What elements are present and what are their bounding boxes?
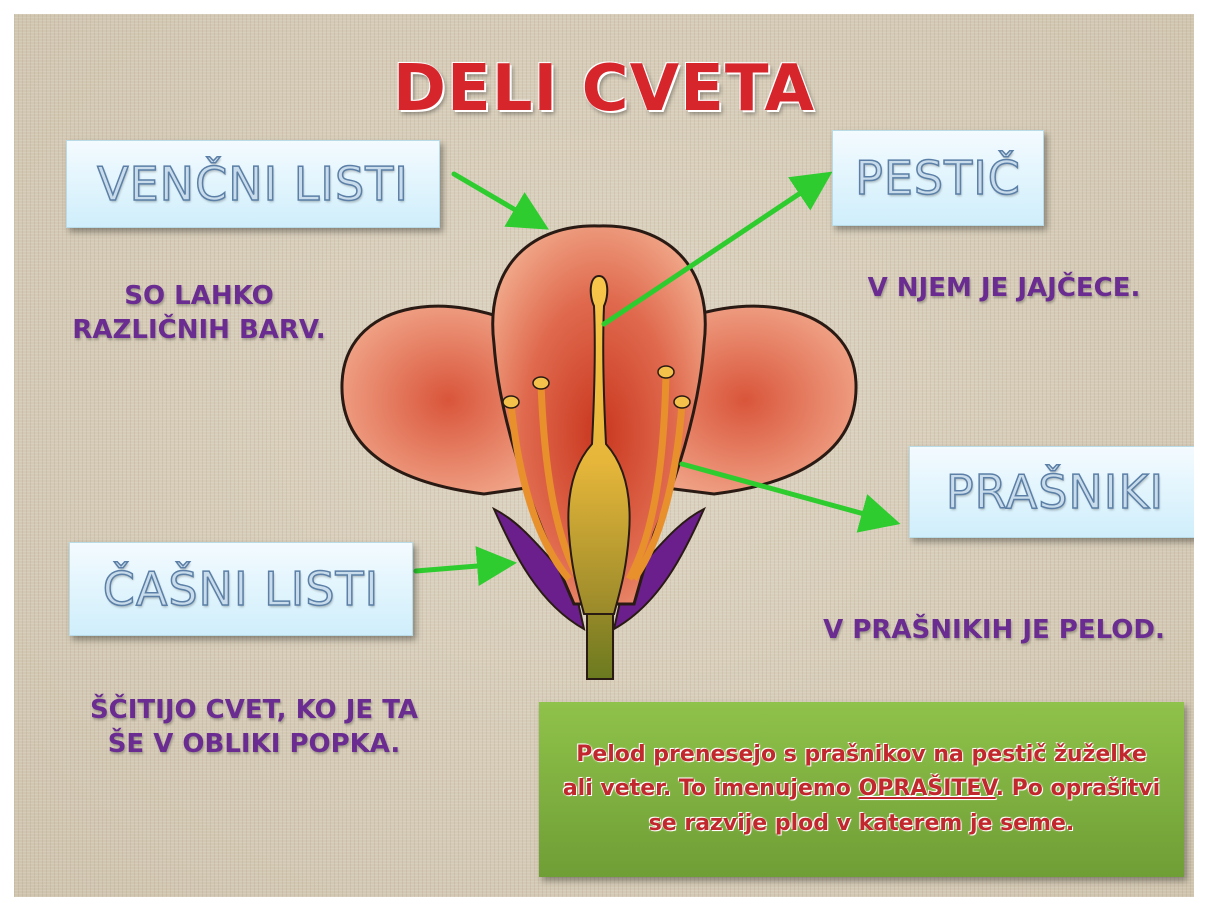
stamens: [502, 365, 691, 582]
pistil: [567, 274, 631, 615]
pollination-info-text: Pelod prenesejo s prašnikov na pestič žu…: [559, 738, 1164, 840]
slide: DELI CVETA: [14, 14, 1194, 897]
flower-diagram: [340, 171, 901, 680]
note-stamens: V PRAŠNIKIH JE PELOD.: [823, 615, 1165, 645]
pollination-info-box: Pelod prenesejo s prašnikov na pestič žu…: [539, 702, 1184, 877]
note-sepals: ŠČITIJO CVET, KO JE TA ŠE V OBLIKI POPKA…: [44, 694, 464, 762]
label-pistil: PESTIČ: [832, 130, 1044, 226]
arrows: [413, 171, 901, 586]
stem: [586, 603, 614, 680]
label-sepals: ČAŠNI LISTI: [69, 542, 413, 636]
arrow-petals: [451, 171, 549, 230]
label-stamens: PRAŠNIKI: [909, 446, 1194, 538]
note-pistil: V NJEM JE JAJČECE.: [867, 273, 1141, 303]
note-sepals-line1: ŠČITIJO CVET, KO JE TA: [89, 695, 419, 725]
arrow-stamens: [679, 461, 901, 533]
slide-title: DELI CVETA: [392, 52, 816, 126]
note-petals-line1: SO LAHKO: [124, 281, 274, 311]
note-sepals-line2: ŠE V OBLIKI POPKA.: [107, 728, 401, 759]
label-petals: VENČNI LISTI: [66, 140, 440, 228]
note-petals-line2: RAZLIČNIH BARV.: [72, 314, 326, 345]
info-part2: . Po oprašitvi se razvije plod v katerem…: [648, 776, 1161, 836]
arrow-sepals: [413, 546, 517, 586]
info-part1: Pelod prenesejo s prašnikov na pestič žu…: [562, 742, 1147, 802]
arrow-pistil: [601, 171, 833, 327]
note-petals: SO LAHKO RAZLIČNIH BARV.: [54, 280, 344, 348]
info-highlight: OPRAŠITEV: [858, 776, 996, 802]
